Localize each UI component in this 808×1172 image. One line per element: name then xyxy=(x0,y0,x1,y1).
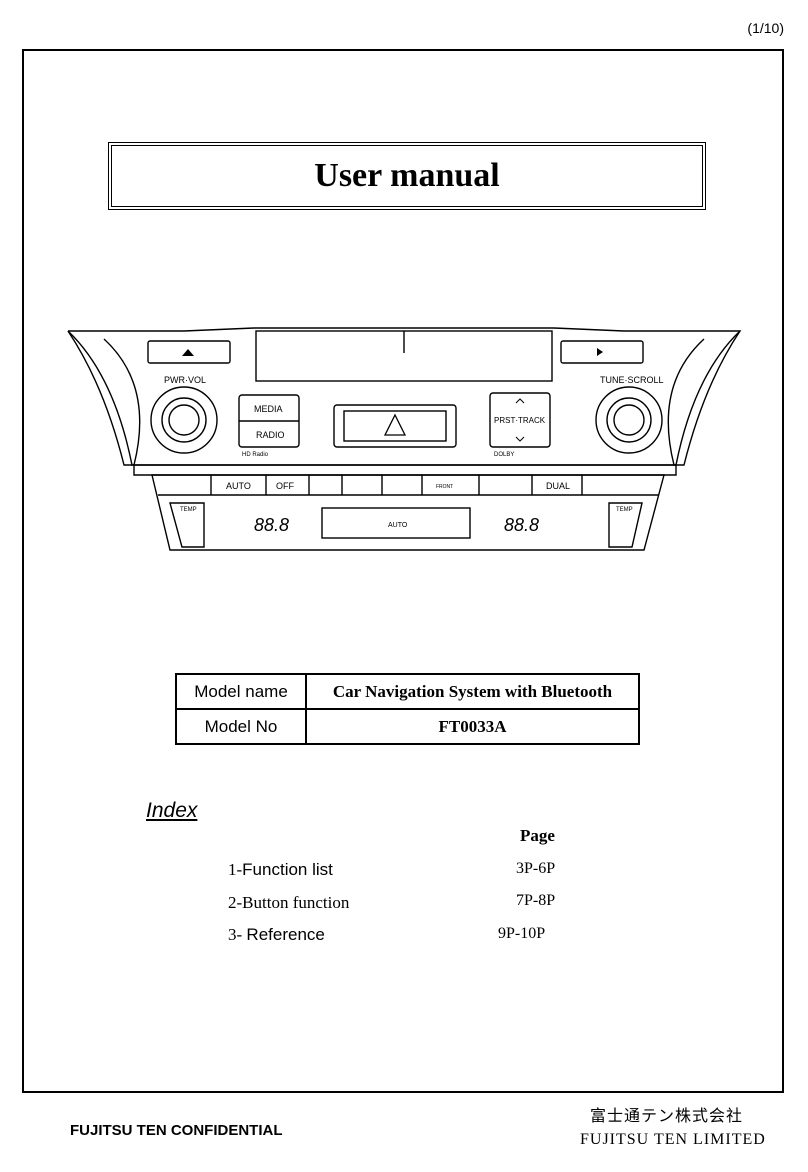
model-no-value: FT0033A xyxy=(305,708,640,745)
temp-label-right: TEMP xyxy=(616,507,633,513)
left-knob-label: PWR·VOL xyxy=(164,375,206,385)
auto-button-label: AUTO xyxy=(226,481,251,491)
hazard-icon xyxy=(383,413,407,436)
page-frame xyxy=(22,49,784,1093)
temp-label-left: TEMP xyxy=(180,507,197,513)
car-audio-panel-illustration: PWR·VOL TUNE·SCROLL MEDIA RADIO HD Radio… xyxy=(67,327,742,551)
index-item-number: 3- xyxy=(228,925,247,944)
company-name-en: FUJITSU TEN LIMITED xyxy=(580,1131,766,1148)
index-item: 2-Button function xyxy=(228,893,349,913)
index-item-pages: 3P-6P xyxy=(516,860,556,877)
index-title: Index xyxy=(146,799,198,822)
index-item-number: 1- xyxy=(228,860,243,879)
off-button-label: OFF xyxy=(276,481,294,491)
index-item-pages: 7P-8P xyxy=(516,892,556,909)
company-name-jp: 富士通テン株式会社 xyxy=(590,1106,744,1125)
track-button-label: PRST·TRACK xyxy=(494,416,546,425)
eject-icon xyxy=(182,349,194,356)
up-icon xyxy=(515,398,525,404)
radio-button-label: RADIO xyxy=(256,430,285,440)
model-no-label: Model No xyxy=(175,708,307,745)
dual-button-label: DUAL xyxy=(546,481,570,491)
play-icon xyxy=(597,348,603,356)
confidential-notice: FUJITSU TEN CONFIDENTIAL xyxy=(70,1122,283,1139)
display-right: 88.8 xyxy=(504,515,539,535)
index-item-pages: 9P-10P xyxy=(498,925,546,942)
media-button-label: MEDIA xyxy=(254,404,283,414)
hd-radio-label: HD Radio xyxy=(242,452,269,458)
center-auto-label: AUTO xyxy=(388,522,408,529)
index-item-label: 2-Button function xyxy=(228,893,350,912)
index-item: 3- Reference xyxy=(228,925,325,945)
index-item-label: Reference xyxy=(246,925,325,944)
page-column-header: Page xyxy=(520,826,555,845)
page-number: (1/10) xyxy=(747,20,784,36)
table-row: Model No FT0033A xyxy=(175,708,640,745)
model-name-value: Car Navigation System with Bluetooth xyxy=(305,673,640,710)
document-title: User manual xyxy=(314,157,500,194)
model-info-table: Model name Car Navigation System with Bl… xyxy=(175,673,640,745)
table-row: Model name Car Navigation System with Bl… xyxy=(175,673,640,710)
title-box: User manual xyxy=(108,142,706,210)
index-item-label: Function list xyxy=(242,860,333,879)
display-left: 88.8 xyxy=(254,515,289,535)
index-item: 1-Function list xyxy=(228,860,333,880)
right-knob-label: TUNE·SCROLL xyxy=(600,375,664,385)
down-icon xyxy=(515,436,525,442)
model-name-label: Model name xyxy=(175,673,307,710)
front-label: FRONT xyxy=(436,484,453,490)
dolby-label: DOLBY xyxy=(494,452,514,458)
